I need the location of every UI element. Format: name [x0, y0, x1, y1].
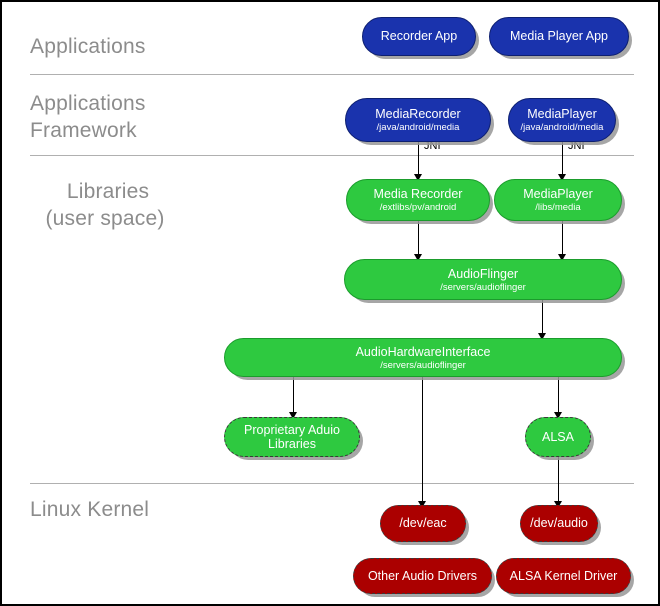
node-title: MediaPlayer: [527, 107, 597, 121]
node-subtitle: /java/android/media: [520, 122, 604, 133]
node-other-audio-drivers[interactable]: Other Audio Drivers: [353, 558, 492, 594]
edge-mediarecorder-to-media-recorder-lib: [418, 142, 419, 179]
node-subtitle: /libs/media: [535, 202, 581, 213]
edge-ahi-to-proprietary-audio-libs: [293, 377, 294, 415]
band-label-applications: Applications: [30, 35, 146, 58]
edge-audioflinger-to-audiohardwareinterface: [542, 300, 543, 338]
node-title: MediaRecorder: [375, 107, 461, 121]
node-media-player-app[interactable]: Media Player App: [489, 17, 629, 56]
node-title: ALSA Kernel Driver: [509, 568, 618, 583]
edge-mediaplayer-to-mediaplayer-lib: [562, 142, 563, 179]
node-subtitle: /servers/audioflinger: [380, 359, 466, 371]
edge-label-jni-right: JNI: [568, 140, 585, 152]
node-title: MediaPlayer: [523, 187, 593, 201]
node-title: Media Recorder: [373, 187, 463, 201]
node-alsa-kernel-driver[interactable]: ALSA Kernel Driver: [496, 558, 631, 594]
node-title: Media Player App: [510, 29, 608, 43]
band-label-libraries: Libraries (user space): [45, 180, 165, 230]
edge-media-recorder-lib-to-audioflinger: [418, 221, 419, 259]
node-alsa[interactable]: ALSA: [525, 417, 591, 457]
node-dev-audio[interactable]: /dev/audio: [520, 505, 598, 542]
node-title: AudioFlinger: [447, 266, 519, 281]
node-audioflinger[interactable]: AudioFlinger /servers/audioflinger: [344, 259, 622, 300]
band-label-linux-kernel: Linux Kernel: [30, 498, 150, 521]
node-proprietary-audio-libs[interactable]: Proprietary Aduio Libraries: [224, 417, 360, 457]
node-media-recorder-lib[interactable]: Media Recorder /extlibs/pv/android: [346, 179, 490, 221]
divider-applications: [30, 74, 634, 75]
arrowhead-media-recorder-lib: [414, 174, 422, 181]
arrowhead-audiohardwareinterface: [538, 333, 546, 340]
node-mediarecorder-framework[interactable]: MediaRecorder /java/android/media: [345, 98, 491, 142]
node-title: /dev/eac: [399, 516, 447, 530]
edge-ahi-to-alsa: [558, 377, 559, 415]
node-mediaplayer-framework[interactable]: MediaPlayer /java/android/media: [508, 98, 616, 142]
arrowhead-audioflinger-left: [414, 254, 422, 261]
node-title: Proprietary Aduio Libraries: [244, 423, 340, 451]
edge-label-jni-left: JNI: [424, 140, 441, 152]
edge-mediaplayer-lib-to-audioflinger: [562, 221, 563, 259]
node-mediaplayer-lib[interactable]: MediaPlayer /libs/media: [494, 179, 622, 221]
node-dev-eac[interactable]: /dev/eac: [380, 505, 466, 542]
node-title: Other Audio Drivers: [367, 568, 478, 583]
node-title: Recorder App: [380, 29, 458, 43]
node-subtitle: /extlibs/pv/android: [379, 202, 457, 213]
node-recorder-app[interactable]: Recorder App: [362, 17, 476, 56]
arrowhead-mediaplayer-lib: [558, 174, 566, 181]
divider-libraries: [30, 483, 634, 484]
arrowhead-proprietary-audio-libs: [289, 412, 297, 419]
node-subtitle: /java/android/media: [376, 122, 460, 133]
band-label-applications-framework: Applications Framework: [30, 92, 146, 142]
divider-applications-framework: [30, 155, 634, 156]
node-title: ALSA: [542, 429, 574, 444]
edge-ahi-to-dev-eac: [422, 377, 423, 505]
node-audiohardwareinterface[interactable]: AudioHardwareInterface /servers/audiofli…: [224, 338, 622, 377]
edge-alsa-to-dev-audio: [558, 457, 559, 505]
arrowhead-alsa: [554, 412, 562, 419]
node-title: AudioHardwareInterface: [355, 344, 491, 359]
arrowhead-audioflinger-right: [558, 254, 566, 261]
node-subtitle: /servers/audioflinger: [440, 281, 526, 293]
node-title: /dev/audio: [530, 516, 588, 530]
